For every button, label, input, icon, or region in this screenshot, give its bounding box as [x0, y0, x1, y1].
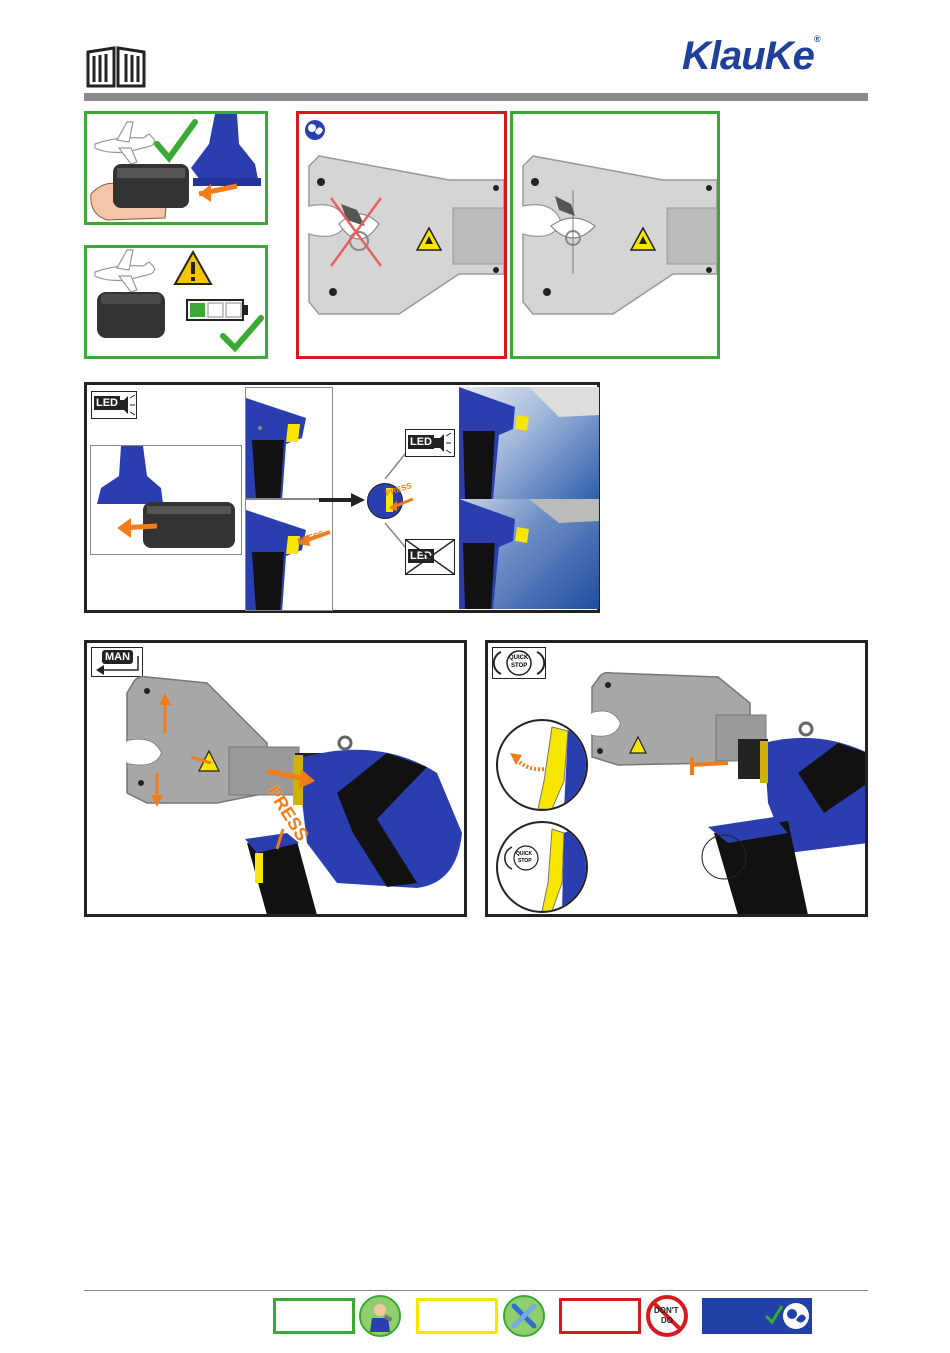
- brand-logo: KlauKe®: [682, 34, 872, 80]
- quick-stop-inset-label-1: QUICK: [516, 851, 532, 857]
- manual-book-icon: [84, 42, 148, 90]
- trigger-release-inset: [496, 719, 588, 811]
- crimp-head-correct-panel: [510, 111, 720, 359]
- led-on-photo: [459, 387, 599, 499]
- battery-remove-frame: [90, 445, 242, 555]
- legend-blue-box: [702, 1298, 812, 1334]
- legend-yellow-box: [416, 1298, 498, 1334]
- battery-transport-panel: [84, 111, 268, 225]
- crimp-head-drawing: [127, 677, 299, 803]
- warning-triangle-icon: [175, 252, 211, 284]
- led-section-panel: LED PRESS: [84, 382, 600, 613]
- crimp-head-wrong-panel: [296, 111, 507, 359]
- green-check-icon: [157, 122, 195, 158]
- green-check-icon: [223, 318, 261, 348]
- legend-green-box: [273, 1298, 355, 1334]
- led-icon: LED: [91, 391, 137, 419]
- dont-do-label-2: DO: [661, 1316, 673, 1325]
- brand-registered-mark: ®: [814, 34, 820, 44]
- dont-do-label-1: DON'T: [654, 1306, 679, 1315]
- battery-level-icon: [187, 300, 248, 320]
- battery-charge-panel: [84, 245, 268, 359]
- handle-frame-bottom: [245, 499, 333, 611]
- expert-badge-icon: [305, 120, 325, 140]
- crimp-head-drawing: [309, 156, 504, 314]
- manual-release-panel: MAN: [84, 640, 467, 917]
- quick-stop-inset-label-2: STOP: [518, 858, 532, 864]
- tool-handle-icon: [191, 114, 261, 186]
- mechanic-icon: [358, 1294, 402, 1338]
- tool-body-icon: [293, 737, 462, 888]
- led-on-icon: LED: [405, 429, 455, 457]
- led-on-label: LED: [408, 435, 434, 449]
- airplane-icon: [95, 122, 155, 164]
- header-divider: [84, 93, 868, 101]
- handle-frame-top: [245, 387, 333, 499]
- handle-grip-icon: [245, 833, 317, 915]
- led-off-icon: LED: [405, 539, 455, 575]
- brand-name: KlauKe: [682, 34, 814, 78]
- battery-in-hand-icon: [91, 164, 189, 220]
- footer-divider: [84, 1290, 868, 1291]
- expert-check-icon: [702, 1298, 812, 1334]
- trigger-quickstop-inset: QUICK STOP: [496, 821, 588, 913]
- quick-stop-panel: QUICK STOP: [485, 640, 868, 917]
- led-off-photo: [459, 499, 599, 609]
- legend-red-box: [559, 1298, 641, 1334]
- tools-icon: [502, 1294, 546, 1338]
- crimp-head-drawing: [523, 156, 717, 314]
- dont-do-icon: DON'T DO: [645, 1294, 689, 1338]
- arrow-right-icon: [319, 493, 365, 507]
